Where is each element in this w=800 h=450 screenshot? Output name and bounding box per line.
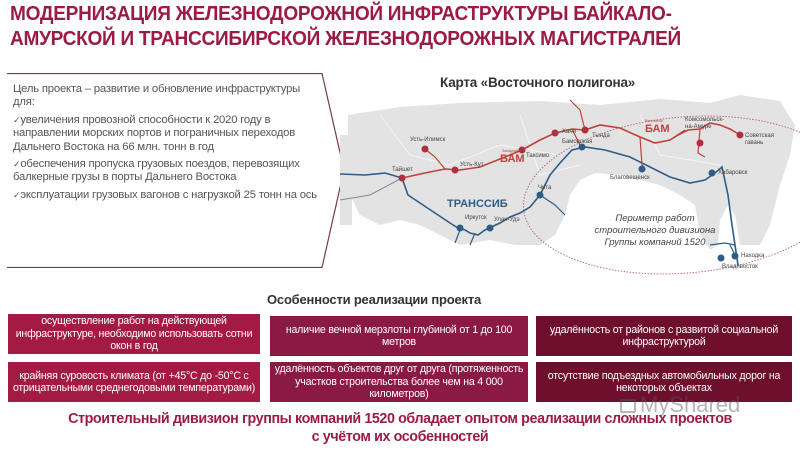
map-graphic: [339, 95, 800, 275]
title-line-2: АМУРСКОЙ И ТРАНССИБИРСКОЙ ЖЕЛЕЗНОДОРОЖНЫ…: [10, 27, 681, 50]
station-taksimo: [518, 146, 526, 154]
station-label: Таксимо: [526, 153, 550, 159]
station-label: Благовещенск: [610, 175, 650, 181]
station-sovetskaya-gavan: [736, 131, 744, 139]
title-line-1: МОДЕРНИЗАЦИЯ ЖЕЛЕЗНОДОРОЖНОЙ ИНФРАСТРУКТ…: [10, 2, 672, 25]
station-irkutsk: [456, 224, 464, 232]
station-label: Усть-Кут: [460, 162, 484, 168]
station-label: Советская гавань: [745, 133, 774, 146]
feature-box: крайняя суровость климата (от +45°C до -…: [8, 362, 260, 402]
station-bamovskaya: [578, 143, 586, 151]
land-mass: [348, 95, 795, 250]
station-chita: [536, 191, 544, 199]
feature-box: отсутствие подъездных автомобильных доро…: [536, 362, 792, 402]
perimeter-ellipse: [523, 115, 800, 275]
perimeter-caption: Периметр работ строительного дивизиона Г…: [594, 213, 716, 248]
checkmark-icon: ✓: [13, 189, 21, 200]
bam-west-caption: Западный: [502, 149, 519, 153]
station-markers: [398, 126, 744, 262]
goal-item: ✓эксплуатации грузовых вагонов с нагрузк…: [13, 188, 317, 201]
station-khabarovsk: [708, 169, 716, 177]
goal-text: Цель проекта – развитие и обновление инф…: [13, 83, 318, 206]
station-komsomolsk: [696, 139, 704, 147]
station-blagoveshchensk: [638, 165, 646, 173]
goal-item: ✓увеличения провозной способности к 2020…: [13, 113, 296, 153]
station-label: Тында: [592, 133, 610, 139]
checkmark-icon: ✓: [13, 159, 21, 170]
feature-box: удалённость от районов с развитой социал…: [536, 316, 792, 356]
feature-box: наличие вечной мерзлоты глубиной от 1 до…: [270, 316, 528, 356]
railway-map: Тайшет Усть-Илимск Усть-Кут Таксимо Хани…: [339, 95, 800, 285]
feature-box: удалённость объектов друг от друга (прот…: [270, 362, 528, 402]
station-nakhodka: [731, 252, 739, 260]
station-ust-ilimsk: [421, 145, 429, 153]
bam-east-label: БАМ: [645, 123, 670, 135]
station-label: Находка: [741, 253, 765, 259]
watermark-logo-icon: [620, 399, 636, 414]
map-title: Карта «Восточного полигона»: [440, 75, 636, 90]
bam-west-label: БАМ: [500, 153, 525, 165]
conclusion-text: Строительный дивизион группы компаний 15…: [68, 411, 732, 445]
watermark: MyShared: [620, 392, 740, 418]
station-label: Хабаровск: [718, 170, 748, 176]
station-khani: [551, 129, 559, 137]
station-label: Иркутск: [465, 215, 487, 221]
checkmark-icon: ✓: [13, 114, 21, 125]
transsib-label: ТРАНССИБ: [447, 198, 508, 210]
features-title: Особенности реализации проекта: [267, 292, 482, 307]
goal-intro: Цель проекта – развитие и обновление инф…: [13, 83, 301, 109]
station-ulan-ude: [486, 224, 494, 232]
station-taishet: [398, 174, 406, 182]
feature-box: осуществление работ на действующей инфра…: [8, 314, 260, 354]
transsib-line: [339, 146, 739, 266]
station-label: Усть-Илимск: [410, 137, 446, 143]
station-ust-kut: [451, 166, 459, 174]
bam-east-caption: Восточный: [645, 119, 663, 123]
bam-line: [401, 122, 741, 179]
station-tynda: [581, 126, 589, 134]
station-label: Комсомольск-на-Амуре: [685, 117, 724, 130]
station-label: Хани: [562, 129, 577, 135]
goal-panel: Цель проекта – развитие и обновление инф…: [7, 73, 347, 268]
station-label: Владивосток: [722, 264, 758, 270]
station-vladivostok: [717, 254, 725, 262]
goal-item: ✓обеспечения пропуска грузовых поездов, …: [13, 158, 300, 184]
station-label: Бамовская: [562, 139, 593, 145]
station-label: Тайшет: [392, 167, 413, 173]
slide-title: МОДЕРНИЗАЦИЯ ЖЕЛЕЗНОДОРОЖНОЙ ИНФРАСТРУКТ…: [10, 2, 745, 52]
station-label: Улан-Удэ: [494, 217, 520, 223]
station-label: Чита: [538, 185, 552, 191]
